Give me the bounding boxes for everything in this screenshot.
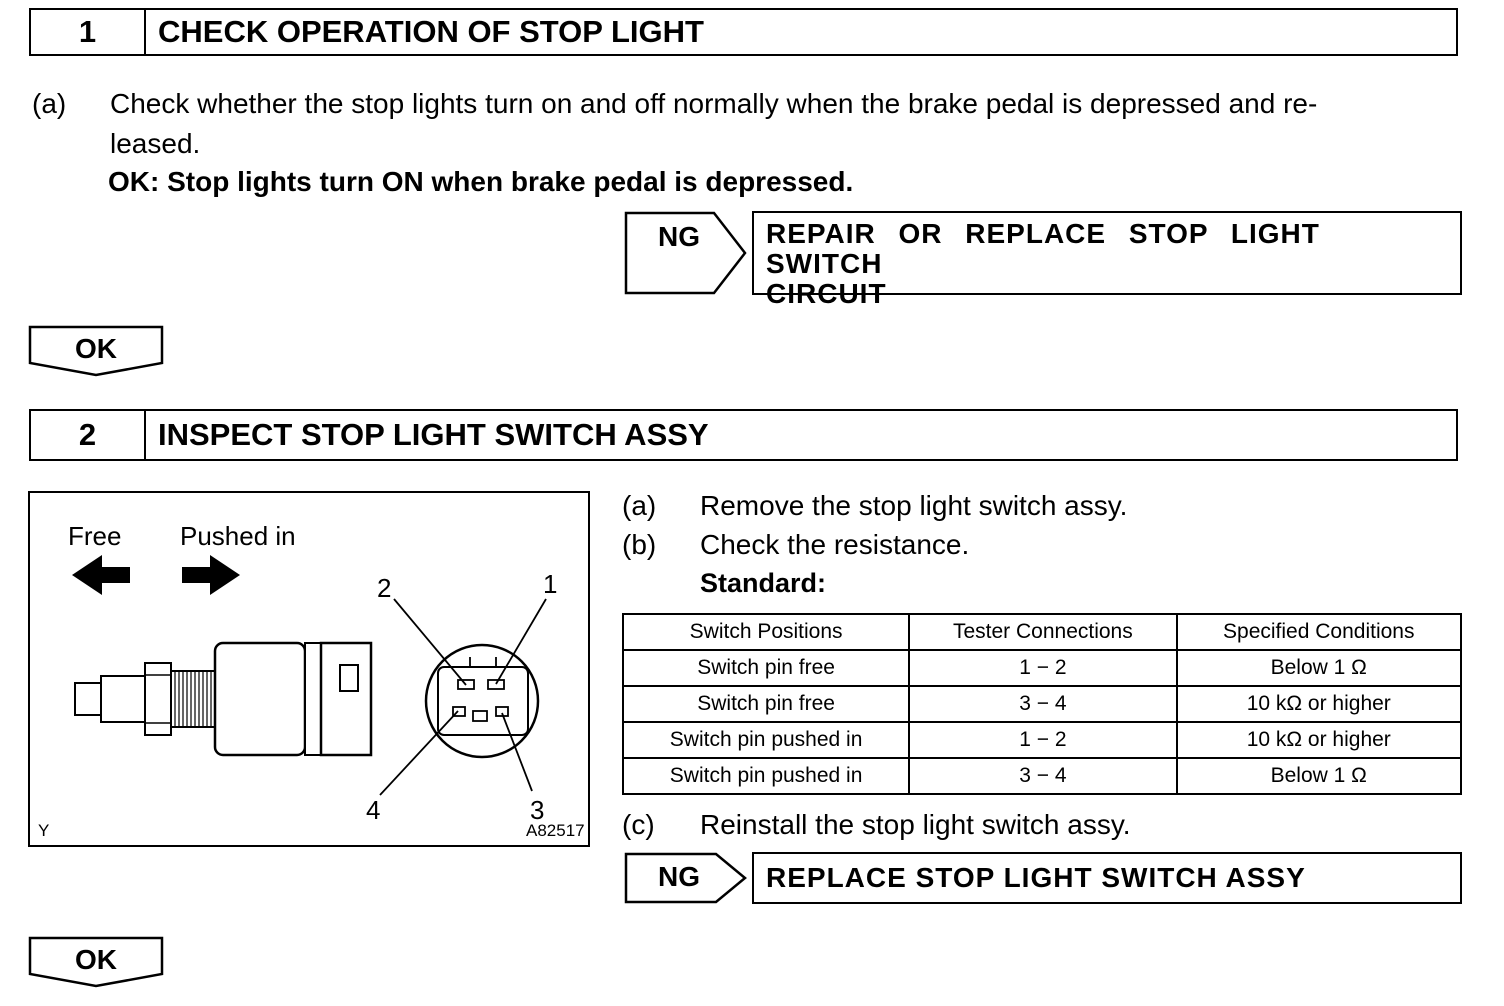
table-cell: Below 1 Ω	[1175, 757, 1462, 795]
table-header-cell: Switch Positions	[621, 613, 911, 651]
step-2-paragraph-b: (b) Check the resistance.	[622, 525, 1462, 565]
step-2-a-text: Remove the stop light switch assy.	[700, 490, 1128, 521]
step-2-ng-arrow-icon	[624, 852, 747, 904]
table-header-cell: Specified Conditions	[1175, 613, 1462, 651]
step-1-ng-arrow-icon	[624, 211, 747, 295]
switch-figure: Free Pushed in	[28, 491, 590, 847]
pin-2-label: 2	[377, 573, 392, 603]
table-cell: 10 kΩ or higher	[1175, 685, 1462, 723]
step-1-ok-badge-label: OK	[75, 333, 117, 364]
step-1-ng-line2: CIRCUIT	[766, 278, 887, 309]
figure-free-label: Free	[68, 521, 122, 551]
step-2-ng-result-box: REPLACE STOP LIGHT SWITCH ASSY	[752, 852, 1462, 904]
step-1-a-line2: leased.	[110, 128, 201, 159]
table-row: Switch pin free 1 − 2 Below 1 Ω	[621, 649, 1462, 687]
table-cell: Switch pin pushed in	[621, 757, 911, 795]
step-2-paragraph-a: (a) Remove the stop light switch assy.	[622, 486, 1462, 526]
table-cell: 3 − 4	[908, 757, 1178, 795]
step-1-paragraph-a: (a) Check whether the stop lights turn o…	[32, 84, 1462, 164]
step-1-ok-criteria: OK: Stop lights turn ON when brake pedal…	[108, 166, 854, 197]
step-2-ng-label: NG	[658, 861, 700, 892]
table-cell: 3 − 4	[908, 685, 1178, 723]
step-1-a-line1: Check whether the stop lights turn on an…	[110, 88, 1318, 119]
step-1-ok-badge-icon	[28, 325, 164, 377]
table-cell: 1 − 2	[908, 649, 1178, 687]
step-2-title: INSPECT STOP LIGHT SWITCH ASSY	[158, 417, 709, 452]
table-row: Switch pin pushed in 3 − 4 Below 1 Ω	[621, 757, 1462, 795]
table-row: Switch pin pushed in 1 − 2 10 kΩ or high…	[621, 721, 1462, 759]
table-header-row: Switch Positions Tester Connections Spec…	[621, 613, 1462, 651]
step-1-title: CHECK OPERATION OF STOP LIGHT	[158, 14, 704, 49]
table-header-cell: Tester Connections	[908, 613, 1178, 651]
step-1-ng-result-box: REPAIR OR REPLACE STOP LIGHT SWITCH CIRC…	[752, 211, 1462, 309]
figure-corner-left: Y	[38, 821, 50, 840]
table-cell: 1 − 2	[908, 721, 1178, 759]
figure-pushed-in-label: Pushed in	[180, 521, 296, 551]
table-cell: Below 1 Ω	[1175, 649, 1462, 687]
standard-label: Standard:	[700, 568, 827, 598]
table-row: Switch pin free 3 − 4 10 kΩ or higher	[621, 685, 1462, 723]
arrow-left-icon	[72, 555, 130, 595]
table-cell: Switch pin pushed in	[621, 721, 911, 759]
step-1-header: 1 CHECK OPERATION OF STOP LIGHT	[29, 8, 1458, 56]
step-2-b-label: (b)	[622, 529, 657, 560]
step-2-a-label: (a)	[622, 490, 657, 521]
table-cell: 10 kΩ or higher	[1175, 721, 1462, 759]
step-2-ng-text: REPLACE STOP LIGHT SWITCH ASSY	[766, 862, 1306, 893]
pin-1-label: 1	[543, 569, 558, 599]
table-cell: Switch pin free	[621, 649, 911, 687]
step-2-c-label: (c)	[622, 809, 655, 840]
step-2-ok-badge-label: OK	[75, 944, 117, 975]
step-1-number: 1	[31, 10, 146, 54]
step-2-c-text: Reinstall the stop light switch assy.	[700, 809, 1131, 840]
step-2-paragraph-c: (c) Reinstall the stop light switch assy…	[622, 805, 1462, 845]
step-2-ok-badge-icon	[28, 936, 164, 988]
step-1-ng-label: NG	[658, 221, 700, 252]
pin-3-label: 3	[530, 795, 545, 825]
step-1-a-label: (a)	[32, 88, 67, 119]
pin-4-label: 4	[366, 795, 381, 825]
step-2-number: 2	[31, 411, 146, 459]
switch-drawing	[72, 555, 547, 796]
step-1-ng-line1: REPAIR OR REPLACE STOP LIGHT SWITCH	[766, 218, 1320, 279]
step-2-b-text: Check the resistance.	[700, 529, 970, 560]
figure-id-label: A82517	[526, 821, 585, 840]
step-2-header: 2 INSPECT STOP LIGHT SWITCH ASSY	[29, 409, 1458, 461]
table-cell: Switch pin free	[621, 685, 911, 723]
resistance-spec-table: Switch Positions Tester Connections Spec…	[621, 613, 1462, 795]
arrow-right-icon	[182, 555, 240, 595]
